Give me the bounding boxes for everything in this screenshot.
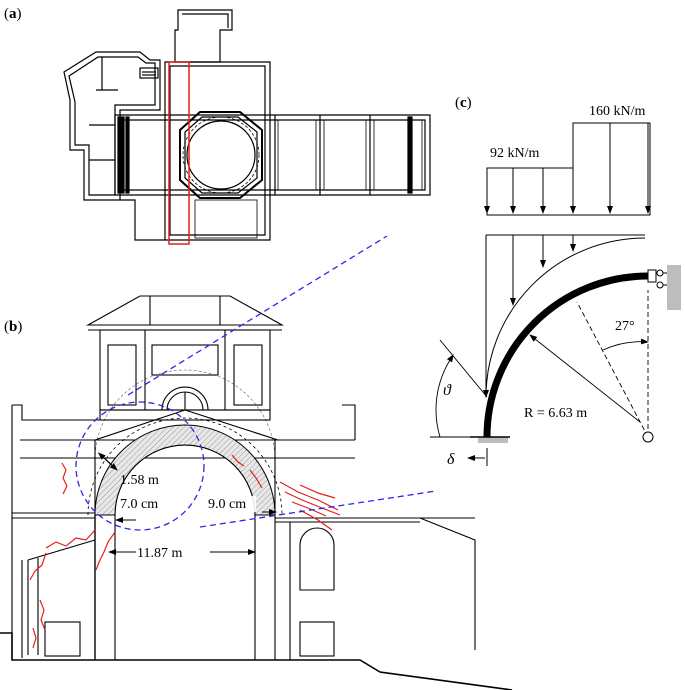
radius-label: R = 6.63 m [524,406,587,421]
load-left-label: 92 kN/m [490,146,540,161]
highlight-box [168,61,190,245]
arch-member [483,272,649,438]
span-dimension: 11.87 m [108,543,256,561]
crack-right-label: 9.0 cm [208,497,246,512]
thickness-dimension: 1.58 m [97,452,159,488]
left-support [470,436,510,443]
arch-ring [87,369,283,660]
crack-left-label: 7.0 cm [120,497,158,512]
crack-left-dimension: 7.0 cm [115,496,168,523]
svg-text:(a): (a) [4,6,22,22]
load-diagram [484,122,651,216]
panel-b-label: (b) [4,319,22,335]
arch-centre [642,431,654,443]
displacement-arrow: δ [447,448,488,468]
panel-a-label: (a) [4,6,22,22]
arch-load-lines [483,234,646,398]
svg-text:(b): (b) [4,319,22,335]
floor-plan [63,9,431,241]
svg-text:(c): (c) [455,95,472,111]
detail-callout [75,235,437,531]
theta-label: ϑ [443,382,452,399]
thickness-label: 1.58 m [120,473,159,488]
geometry-lines [430,290,649,438]
dome-circle [182,116,260,194]
angle-label: 27° [615,319,635,334]
span-label: 11.87 m [137,546,182,561]
right-support [647,265,681,310]
delta-label: δ [447,451,455,468]
panel-c-label: (c) [455,95,472,111]
load-right-label: 160 kN/m [589,104,646,119]
crack-right-dimension: 9.0 cm [206,496,277,515]
church-section [0,295,513,690]
crack-pattern [29,454,341,649]
